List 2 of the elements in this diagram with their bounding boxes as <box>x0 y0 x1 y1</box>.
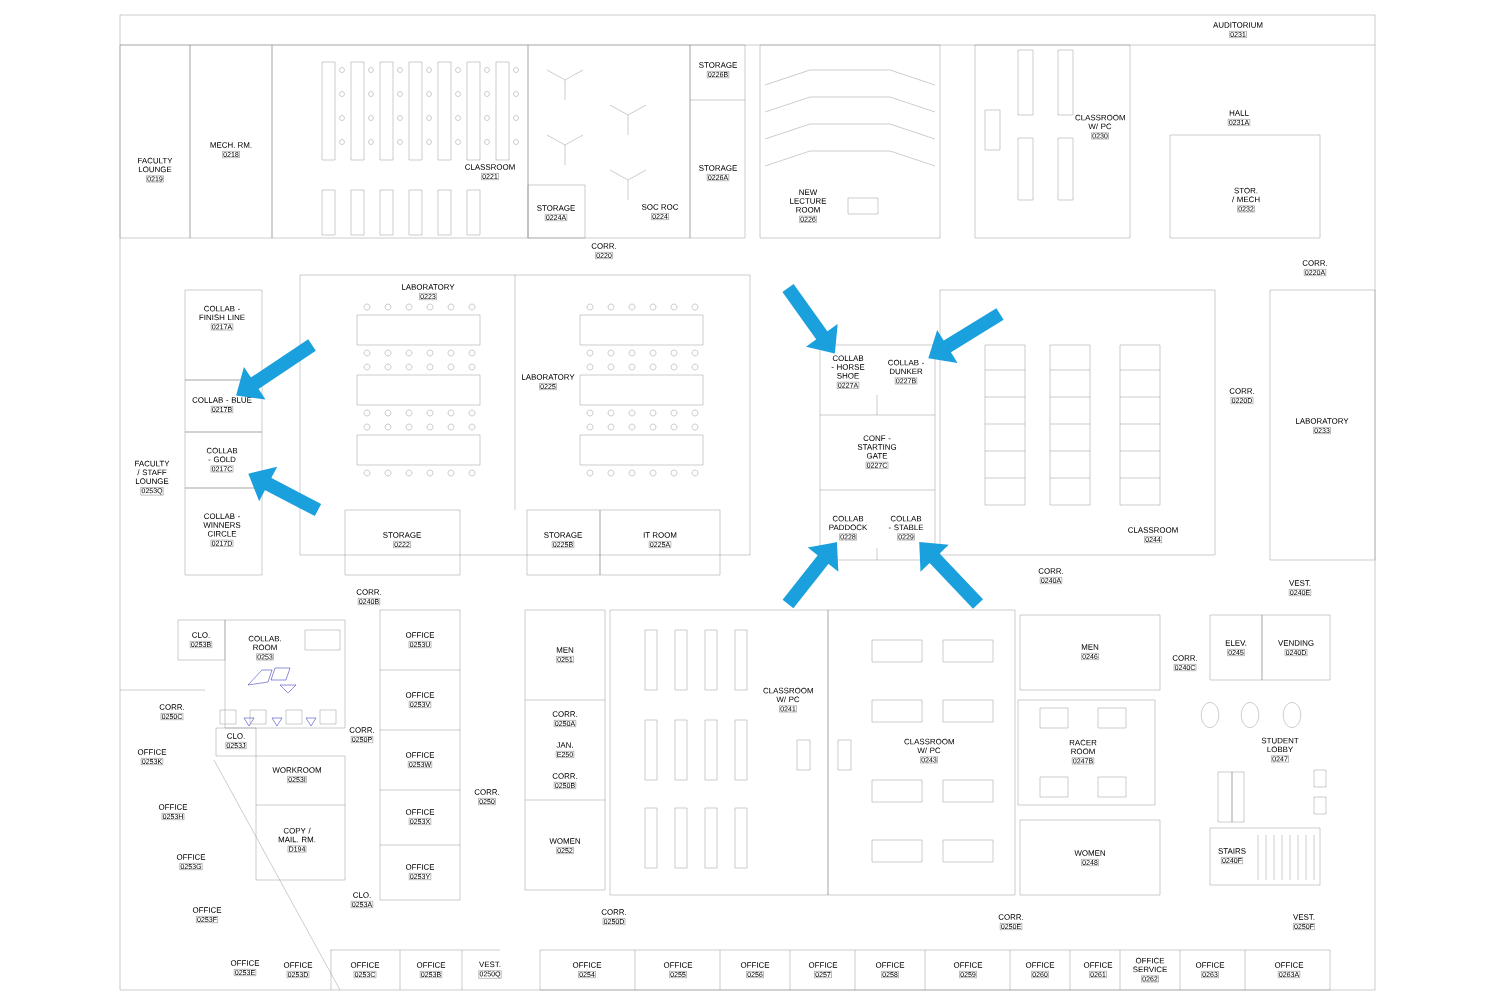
arrow <box>782 542 839 609</box>
arrow <box>236 339 316 400</box>
